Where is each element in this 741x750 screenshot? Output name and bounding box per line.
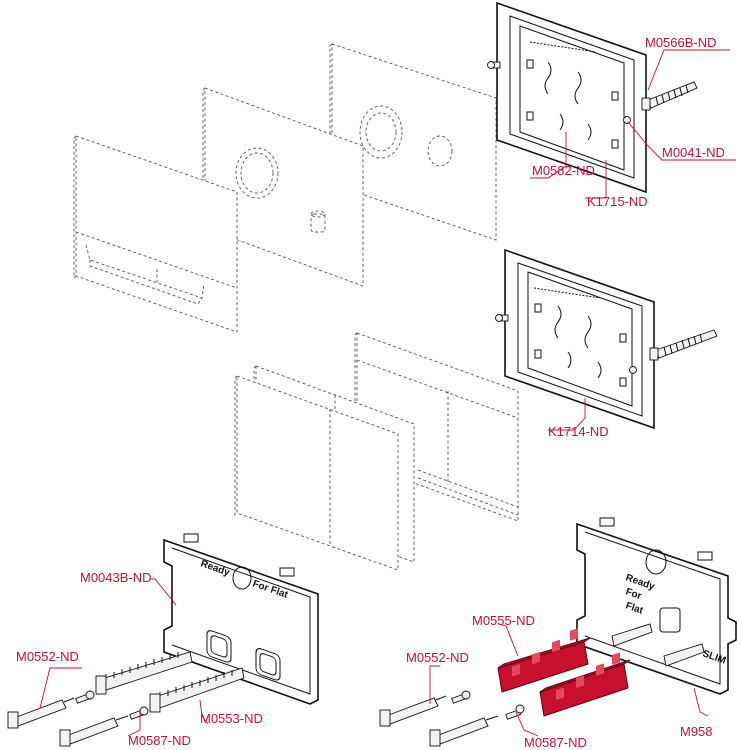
labels-bottom-right: M0555-ND M0552-ND M0587-ND M958 <box>406 613 713 750</box>
frame-k1714-screw-left <box>495 314 509 322</box>
middle-plate-set <box>234 332 519 571</box>
screw-m0041 <box>623 116 631 124</box>
label-m0041: M0041-ND <box>662 145 725 160</box>
frame-k1715-screw-left <box>487 61 501 69</box>
labels-bottom-left: M0043B-ND M0552-ND M0553-ND M0587-ND <box>16 570 263 748</box>
plate-right-for-text: For <box>624 586 643 602</box>
mounting-plate-m958: Ready For Flat SLIM <box>576 517 737 695</box>
labels-middle-frame: K1714-ND <box>548 398 609 439</box>
frame-k1714 <box>495 248 718 430</box>
anchor-m0552-right-upper <box>379 695 447 727</box>
dashed-plate-single-ring <box>202 87 364 287</box>
label-k1715: K1715-ND <box>587 194 648 209</box>
anchor-m0552-right-lower <box>429 715 499 747</box>
toothed-rail-lower <box>149 667 245 713</box>
label-m0555: M0555-ND <box>472 613 535 628</box>
label-m0552-right: M0552-ND <box>406 650 469 665</box>
mounting-plate-m0043b: Ready For Flat <box>163 533 319 705</box>
top-plate-set <box>73 43 497 333</box>
toothed-rail-upper <box>95 651 193 695</box>
screw-m0587-right-a <box>451 690 471 704</box>
red-bracket-m0555-upper <box>497 628 591 693</box>
dashed-plate-dual-front <box>234 375 399 571</box>
label-m0582: M0582-ND <box>532 163 595 178</box>
screw-m0587-left-a <box>75 690 95 704</box>
anchor-m0566b <box>641 81 698 111</box>
label-m0043b: M0043B-ND <box>80 570 152 585</box>
anchor-m0552-left-upper <box>7 697 75 729</box>
labels-top-frame: M0566B-ND M0041-ND M0582-ND K1715-ND <box>530 35 736 209</box>
bottom-left-set: Ready For Flat <box>7 533 319 747</box>
screw-m0587-left-b <box>129 706 149 720</box>
label-m0587-left: M0587-ND <box>128 733 191 748</box>
label-m0552-left: M0552-ND <box>16 649 79 664</box>
label-k1714: K1714-ND <box>548 424 609 439</box>
red-bracket-m0555-lower <box>539 652 631 717</box>
anchor-m0552-left-lower <box>59 715 129 747</box>
label-m958: M958 <box>680 724 713 739</box>
label-m0587-right: M0587-ND <box>524 735 587 750</box>
label-m0566b: M0566B-ND <box>645 35 717 50</box>
frame-k1715 <box>487 1 698 194</box>
label-m0553: M0553-ND <box>200 711 263 726</box>
frame-k1714-screw-small <box>629 366 637 374</box>
bottom-right-set: Ready For Flat SLIM <box>379 517 737 747</box>
dashed-plate-lever <box>73 135 238 333</box>
frame-k1714-anchor <box>649 329 718 361</box>
screw-m0587-right-b <box>505 704 525 720</box>
